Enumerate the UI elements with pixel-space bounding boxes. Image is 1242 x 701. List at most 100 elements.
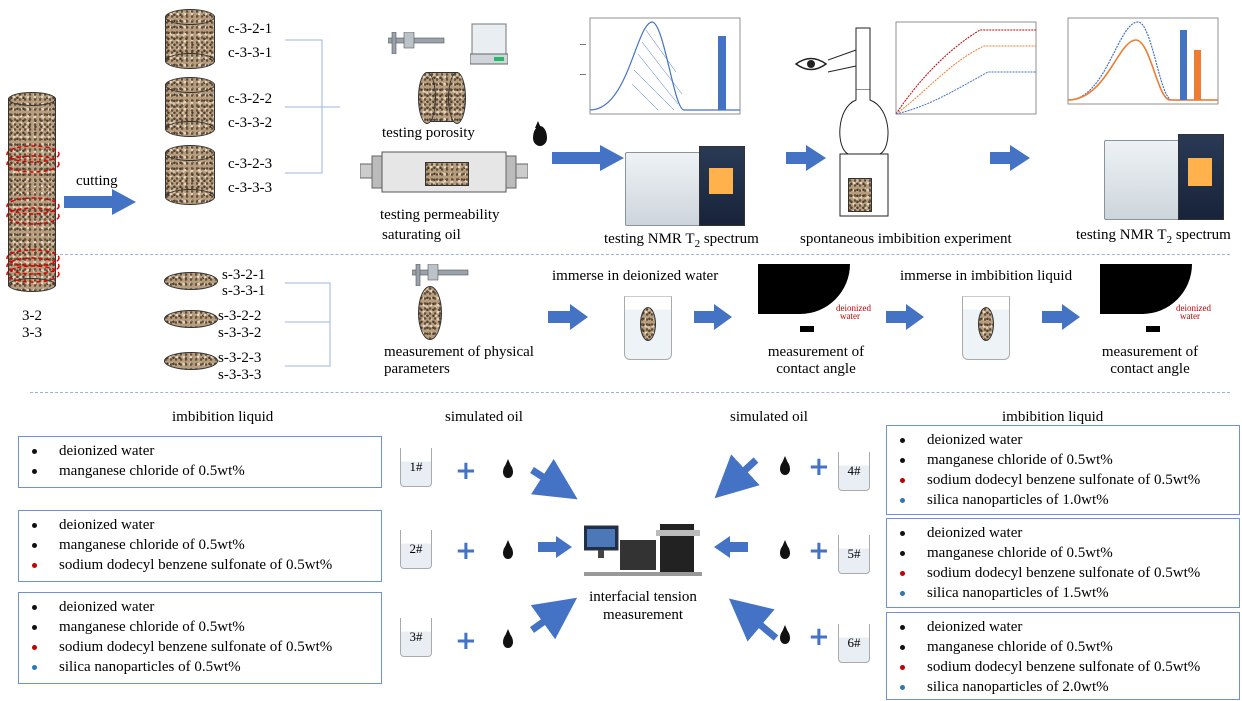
cylinder-sample-2 — [165, 77, 215, 137]
list-item: deionized water — [19, 441, 381, 461]
list-item: silica nanoparticles of 1.0wt% — [887, 490, 1239, 510]
caliper-icon-2 — [412, 264, 469, 286]
balance-icon — [470, 23, 508, 65]
slice-sample-2 — [164, 310, 218, 328]
contact-angle-label-2b: contact angle — [1110, 361, 1190, 377]
arrow-r2-4 — [1042, 304, 1080, 330]
liquid-box-5: deionized water manganese chloride of 0.… — [886, 518, 1240, 608]
bullet — [900, 625, 905, 630]
oil-drop-icon — [503, 629, 513, 648]
arrow-to-nmr1 — [552, 145, 624, 171]
bullet — [900, 438, 905, 443]
list-item: deionized water — [19, 597, 381, 617]
nmr-label-1: testing NMR T2 spectrum — [604, 231, 759, 250]
core-holder-sample — [425, 162, 469, 186]
testing-porosity-label: testing porosity — [382, 125, 475, 141]
arrow-b5 — [714, 536, 748, 558]
bracket-row1 — [285, 39, 340, 174]
liquid-box-2: deionized water manganese chloride of 0.… — [18, 510, 382, 582]
bullet — [32, 563, 37, 568]
liquid-box-1: deionized water manganese chloride of 0.… — [18, 436, 382, 488]
liquid-box-4: deionized water manganese chloride of 0.… — [886, 425, 1240, 515]
plus-icon: + — [455, 456, 477, 486]
droplet-base-2 — [1146, 326, 1160, 332]
arrow-cutting — [64, 189, 136, 215]
list-item: silica nanoparticles of 1.5wt% — [887, 583, 1239, 603]
porosity-sample — [418, 72, 466, 124]
cyl-label: c-3-3-1 — [228, 45, 273, 61]
imbibition-sample — [848, 178, 872, 212]
arrow-to-nmr2 — [990, 145, 1030, 171]
cyl-label: c-3-3-3 — [228, 180, 273, 196]
list-item: sodium dodecyl benzene sulfonate of 0.5w… — [19, 555, 381, 575]
block-arrows — [64, 145, 1080, 558]
beaker-3: 3# — [400, 618, 432, 657]
saturating-oil-label: saturating oil — [382, 227, 461, 243]
cut-marks — [6, 145, 60, 283]
plus-icon: + — [808, 622, 830, 652]
testing-permeability-label: testing permeability — [380, 207, 500, 223]
simulated-oil-heading-right: simulated oil — [730, 409, 808, 425]
bullet — [32, 665, 37, 670]
divider-bottom — [30, 392, 1230, 393]
arrow-b2 — [538, 536, 572, 558]
oil-drop-icon — [780, 540, 790, 559]
slice-label: s-3-3-1 — [222, 283, 266, 299]
bullet — [32, 543, 37, 548]
slice-sample-1 — [164, 272, 218, 290]
cyl-label: c-3-2-1 — [228, 21, 273, 37]
list-item: manganese chloride of 0.5wt% — [887, 637, 1239, 657]
plus-icon: + — [455, 626, 477, 656]
bullet — [900, 551, 905, 556]
bullet — [900, 591, 905, 596]
caliper-icon — [388, 32, 445, 54]
bullet — [32, 523, 37, 528]
list-item: silica nanoparticles of 0.5wt% — [19, 657, 381, 677]
cyl-label: c-3-2-3 — [228, 156, 273, 172]
imbibition-exp-label: spontaneous imbibition experiment — [800, 231, 1012, 247]
beaker-6: 6# — [838, 624, 870, 663]
list-item: sodium dodecyl benzene sulfonate of 0.5w… — [887, 563, 1239, 583]
list-item: deionized water — [887, 430, 1239, 450]
oil-drop-icon — [503, 540, 513, 559]
list-item: manganese chloride of 0.5wt% — [19, 617, 381, 637]
beaker-1: 1# — [400, 448, 432, 487]
simulated-oil-heading-left: simulated oil — [445, 409, 523, 425]
core-label-33: 3-3 — [22, 325, 42, 341]
core-label-32: 3-2 — [22, 308, 42, 324]
arrow-r2-2 — [694, 304, 732, 330]
arrow-r2-3 — [886, 304, 924, 330]
measure-physical-label-2: parameters — [384, 361, 450, 377]
beaker-2: 2# — [400, 530, 432, 569]
list-item: manganese chloride of 0.5wt% — [887, 543, 1239, 563]
droplet-label: deionized — [836, 303, 871, 313]
nmr-chart-before — [580, 17, 741, 115]
bullet — [900, 478, 905, 483]
list-item: manganese chloride of 0.5wt% — [887, 450, 1239, 470]
droplet-label: deionized — [1176, 303, 1211, 313]
nmr-instrument-2 — [1104, 134, 1224, 220]
plus-icon: + — [455, 536, 477, 566]
plus-icon: + — [808, 452, 830, 482]
bullet — [32, 449, 37, 454]
bullet — [900, 531, 905, 536]
disc-sample — [418, 286, 442, 340]
bullet — [32, 625, 37, 630]
beaker-5: 5# — [838, 535, 870, 574]
imbibition-liquid-heading-right: imbibition liquid — [1002, 409, 1104, 425]
contact-angle-label-1b: contact angle — [776, 361, 856, 377]
slice-label: s-3-3-2 — [218, 325, 262, 341]
cyl-label: c-3-3-2 — [228, 115, 273, 131]
list-item: deionized water — [887, 523, 1239, 543]
nmr-label-2: testing NMR T2 spectrum — [1076, 227, 1231, 246]
list-item: manganese chloride of 0.5wt% — [19, 461, 381, 481]
core-column — [8, 92, 56, 292]
ift-label-2: measurement — [603, 607, 683, 623]
nmr-instrument-1 — [625, 146, 745, 226]
list-item: manganese chloride of 0.5wt% — [19, 535, 381, 555]
list-item: deionized water — [887, 617, 1239, 637]
list-item: sodium dodecyl benzene sulfonate of 0.5w… — [887, 657, 1239, 677]
plus-icon: + — [808, 536, 830, 566]
diagonal-arrows — [529, 454, 779, 642]
immerse-liquid-label: immerse in imbibition liquid — [900, 268, 1073, 284]
